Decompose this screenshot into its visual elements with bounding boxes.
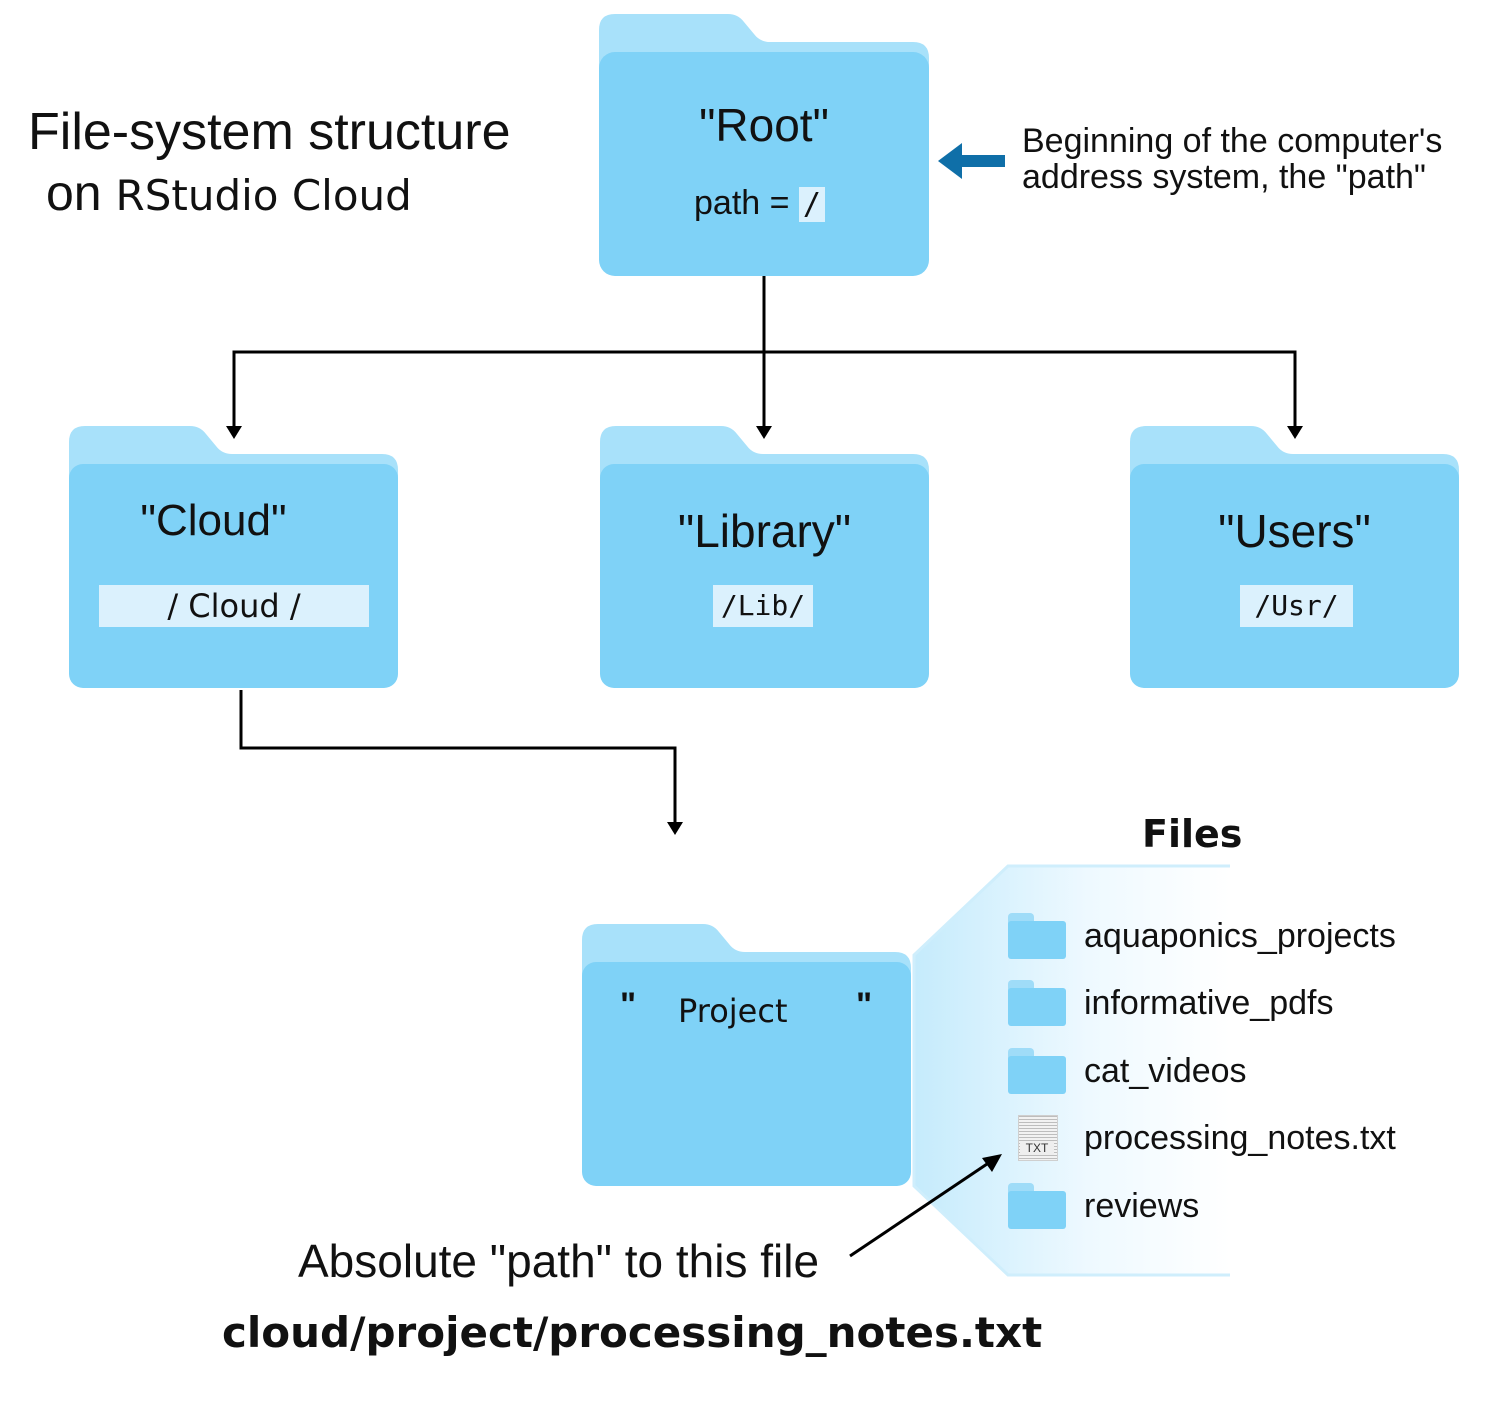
file-item-cat-videos[interactable]: cat_videos bbox=[1008, 1045, 1247, 1097]
absolute-path-label: Absolute "path" to this file bbox=[298, 1235, 820, 1287]
root-note: Beginning of the computer's address syst… bbox=[1022, 123, 1482, 195]
txt-icon-label: TXT bbox=[1020, 1141, 1054, 1155]
brand-name: RStudio Cloud bbox=[115, 171, 412, 220]
root-folder-label: "Root" bbox=[699, 99, 829, 151]
absolute-path-value: cloud/project/processing_notes.txt bbox=[222, 1308, 1043, 1357]
project-quote-close: " bbox=[856, 986, 873, 1024]
users-folder-label: "Users" bbox=[1218, 505, 1371, 557]
folder-icon bbox=[1008, 1183, 1066, 1229]
root-note-arrow bbox=[938, 143, 1005, 179]
file-name: informative_pdfs bbox=[1084, 983, 1334, 1022]
txt-file-icon: TXT bbox=[1008, 1115, 1066, 1161]
library-path: /Lib/ bbox=[713, 585, 813, 627]
file-name: processing_notes.txt bbox=[1084, 1118, 1396, 1157]
file-pointer-arrow bbox=[849, 1154, 1002, 1258]
file-item-reviews[interactable]: reviews bbox=[1008, 1180, 1199, 1232]
files-panel bbox=[912, 864, 1230, 1277]
file-item-informative-pdfs[interactable]: informative_pdfs bbox=[1008, 977, 1333, 1029]
diagram-title: File-system structure bbox=[28, 103, 511, 161]
project-quote-open: " bbox=[620, 986, 637, 1024]
file-name: aquaponics_projects bbox=[1084, 916, 1396, 955]
folder-icon bbox=[1008, 1048, 1066, 1094]
tree-connectors bbox=[232, 276, 1297, 824]
diagram-subtitle: on RStudio Cloud bbox=[46, 164, 412, 225]
project-folder-shape bbox=[582, 924, 911, 1186]
root-path-prefix: path = bbox=[694, 184, 790, 222]
users-path: /Usr/ bbox=[1240, 585, 1353, 627]
root-path: path = / bbox=[694, 184, 825, 223]
files-heading: Files bbox=[1142, 812, 1243, 856]
cloud-folder-label: "Cloud" bbox=[140, 496, 287, 545]
root-folder-shape bbox=[599, 14, 929, 276]
root-note-text: Beginning of the computer's address syst… bbox=[1022, 122, 1443, 196]
folder-icon bbox=[1008, 913, 1066, 959]
file-item-processing-notes[interactable]: TXT processing_notes.txt bbox=[1008, 1112, 1396, 1164]
cloud-path: / Cloud / bbox=[99, 585, 369, 627]
folder-icon bbox=[1008, 980, 1066, 1026]
cloud-folder-shape bbox=[69, 426, 398, 688]
file-name: cat_videos bbox=[1084, 1051, 1247, 1090]
arrowheads bbox=[226, 426, 1303, 835]
file-name: reviews bbox=[1084, 1186, 1200, 1225]
library-folder-label: "Library" bbox=[677, 505, 852, 557]
project-folder-label: Project bbox=[678, 992, 788, 1030]
subtitle-prefix: on bbox=[46, 165, 102, 221]
library-folder-shape bbox=[600, 426, 929, 688]
users-folder-shape bbox=[1130, 426, 1459, 688]
file-item-aquaponics-projects[interactable]: aquaponics_projects bbox=[1008, 910, 1396, 962]
root-path-value: / bbox=[798, 187, 825, 222]
